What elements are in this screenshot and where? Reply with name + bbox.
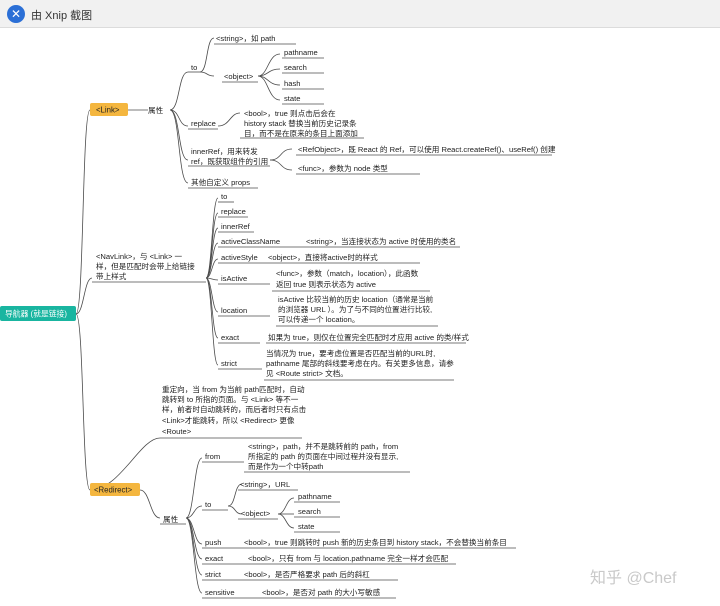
title-bar: ✕ 由 Xnip 截图 bbox=[0, 0, 720, 28]
redirect-push-label: push bbox=[205, 538, 221, 547]
redirect-to-string: <string>，URL bbox=[240, 480, 290, 489]
redirect-to-search: search bbox=[298, 507, 321, 516]
navlink-isactive-desc-2: 返回 true 则表示状态为 active bbox=[276, 279, 376, 289]
navlink-label-1: <NavLink>，与 <Link> 一 bbox=[96, 252, 183, 261]
watermark: 知乎 @Chef bbox=[590, 569, 677, 587]
navlink-strict-label: strict bbox=[221, 359, 238, 368]
link-box bbox=[90, 103, 128, 116]
link-innerref-func: <func>，参数为 node 类型 bbox=[298, 163, 388, 173]
link-to-search: search bbox=[284, 63, 307, 72]
link-replace-desc-2: history stack 替换当前历史记录条 bbox=[244, 118, 357, 128]
redirect-exact-desc: <bool>，只有 from 与 location.pathname 完全一样才… bbox=[248, 553, 448, 563]
navlink-branch bbox=[92, 197, 466, 381]
link-innerref-label-2: ref，既获取组件的引用 bbox=[191, 156, 268, 166]
root-label: 导航器 (就是链接) bbox=[5, 309, 67, 319]
redirect-sensitive-label: sensitive bbox=[205, 588, 235, 597]
redirect-strict-label: strict bbox=[205, 570, 222, 579]
navlink-activeclassname-label: activeClassName bbox=[221, 237, 280, 246]
redirect-desc-2: 跳转到 to 所指的页面。与 <Link> 等不一 bbox=[162, 394, 299, 404]
link-to-pathname: pathname bbox=[284, 48, 318, 57]
redirect-desc-3: 样，前者时自动跳转的，而后者时只有点击 bbox=[162, 404, 307, 414]
redirect-texts: 重定向，当 from 为当前 path匹配时，自动 跳转到 to 所指的页面。与… bbox=[162, 384, 507, 597]
redirect-attr-label: 属性 bbox=[163, 514, 179, 524]
link-replace-label: replace bbox=[191, 119, 216, 128]
redirect-label: <Redirect> bbox=[94, 486, 133, 495]
redirect-to-object: <object> bbox=[241, 509, 271, 518]
redirect-to-pathname: pathname bbox=[298, 492, 332, 501]
redirect-desc-5: <Route> bbox=[162, 427, 192, 436]
navlink-isactive-desc-1: <func>，参数（match，location），此函数 bbox=[276, 268, 419, 278]
navlink-texts: <NavLink>，与 <Link> 一 样，但是匹配时会带上给链接 带上样式 … bbox=[96, 192, 469, 378]
redirect-strict-desc: <bool>，是否严格要求 path 后的斜杠 bbox=[244, 569, 370, 579]
link-to-hash: hash bbox=[284, 79, 300, 88]
navlink-label-3: 带上样式 bbox=[96, 271, 127, 281]
redirect-box bbox=[90, 483, 140, 496]
navlink-activeclassname-desc: <string>，当连接状态为 active 时使用的类名 bbox=[306, 236, 456, 246]
navlink-strict-desc-1: 当情况为 true，要考虑位置是否匹配当前的URL时, bbox=[266, 348, 435, 358]
navlink-location-label: location bbox=[221, 306, 247, 315]
redirect-from-label: from bbox=[205, 452, 220, 461]
link-other-props: 其他自定义 props bbox=[191, 177, 250, 187]
link-replace-desc-3: 目，而不是在原来的条目上面添加 bbox=[244, 128, 358, 138]
navlink-isactive-label: isActive bbox=[221, 274, 247, 283]
link-innerref-refobject: <RefObject>，既 React 的 Ref，可以使用 React.cre… bbox=[298, 144, 556, 154]
navlink-activestyle-desc: <object>，直接将active时的样式 bbox=[268, 252, 378, 262]
window-title: 由 Xnip 截图 bbox=[31, 10, 93, 22]
redirect-to-state: state bbox=[298, 522, 314, 531]
redirect-desc-4: <Link>才能跳转，所以 <Redirect> 更像 bbox=[162, 415, 295, 425]
link-to-state: state bbox=[284, 94, 300, 103]
navlink-activestyle-label: activeStyle bbox=[221, 253, 258, 262]
link-label: <Link> bbox=[96, 106, 120, 115]
link-to-object: <object> bbox=[224, 72, 254, 81]
navlink-exact-desc: 如果为 true，则仅在位置完全匹配时才应用 active 的类/样式 bbox=[268, 332, 469, 342]
link-texts: 属性 to <string>，如 path <object> pathname … bbox=[148, 33, 556, 187]
navlink-exact-label: exact bbox=[221, 333, 240, 342]
navlink-location-desc-1: isActive 比较当前的历史 location（通常是当前 bbox=[278, 294, 434, 304]
navlink-innerref: innerRef bbox=[221, 222, 251, 231]
redirect-node: <Redirect> bbox=[90, 483, 140, 496]
redirect-from-desc-2: 所指定的 path 的页面在中间过程并没有显示, bbox=[248, 451, 398, 461]
root-box bbox=[0, 306, 76, 321]
navlink-to: to bbox=[221, 192, 227, 201]
xnip-logo-icon: ✕ bbox=[7, 5, 25, 23]
redirect-sensitive-desc: <bool>，是否对 path 的大小写敏感 bbox=[262, 587, 381, 597]
redirect-from-desc-3: 而是作为一个中转path bbox=[248, 461, 324, 471]
link-branch bbox=[128, 37, 552, 189]
redirect-to-label: to bbox=[205, 500, 211, 509]
link-node: <Link> bbox=[90, 103, 128, 116]
navlink-location-desc-2: 的浏览器 URL ）。为了与不同的位置进行比较, bbox=[278, 304, 432, 314]
navlink-location-desc-3: 可以传递一个 location。 bbox=[278, 314, 359, 324]
navlink-strict-desc-2: pathname 尾部的斜线要考虑在内。有关更多信息，请参 bbox=[266, 358, 454, 368]
root-node: 导航器 (就是链接) bbox=[0, 306, 76, 321]
root-connectors bbox=[75, 109, 93, 491]
navlink-label-2: 样，但是匹配时会带上给链接 bbox=[96, 261, 195, 271]
redirect-exact-label: exact bbox=[205, 554, 224, 563]
navlink-replace: replace bbox=[221, 207, 246, 216]
link-to-string: <string>，如 path bbox=[216, 33, 276, 43]
redirect-from-desc-1: <string>，path，并不是跳转前的 path，from bbox=[248, 441, 398, 451]
link-attr-label: 属性 bbox=[148, 105, 164, 115]
link-to-label: to bbox=[191, 63, 197, 72]
redirect-desc-1: 重定向，当 from 为当前 path匹配时，自动 bbox=[162, 384, 305, 394]
mind-map: 导航器 (就是链接) <Link> <Redirect> 属性 to <stri… bbox=[0, 33, 677, 599]
navlink-strict-desc-3: 见 <Route strict> 文档。 bbox=[266, 368, 348, 378]
redirect-push-desc: <bool>，true 则跳转时 push 新的历史条目到 history st… bbox=[244, 537, 507, 547]
link-innerref-label-1: innerRef，用来转发 bbox=[191, 146, 258, 156]
link-replace-desc-1: <bool>，true 则点击后会在 bbox=[244, 108, 336, 118]
